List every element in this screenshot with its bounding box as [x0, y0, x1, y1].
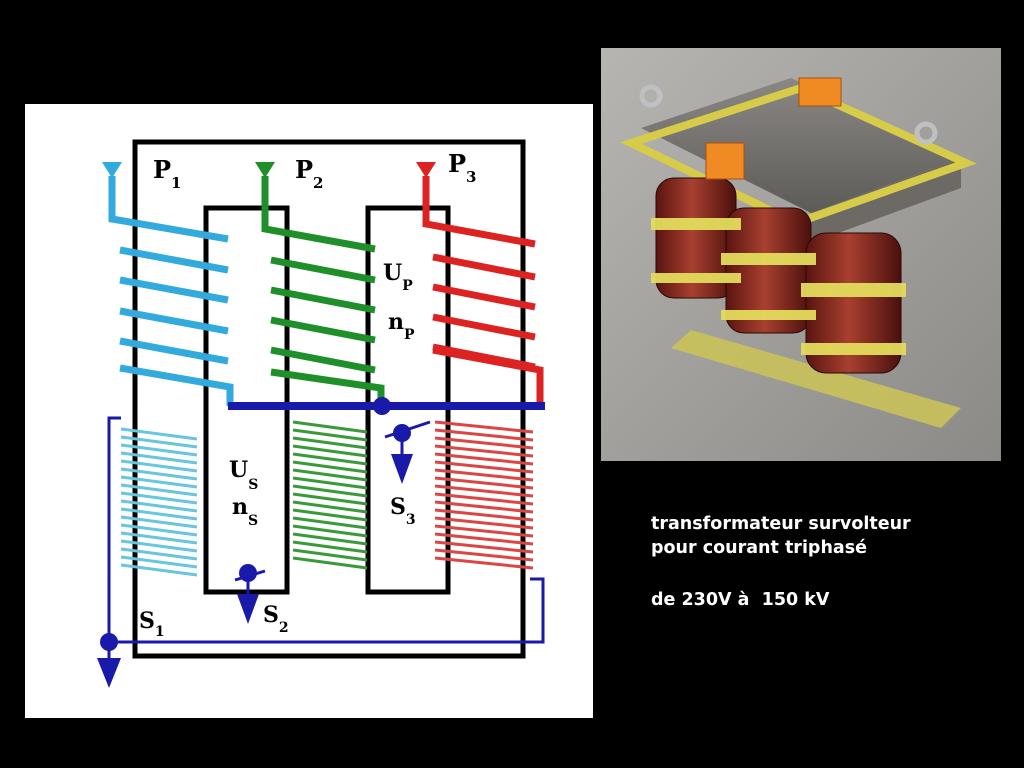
- secondary-winding-1: [120, 427, 198, 577]
- label-us: US: [229, 457, 258, 493]
- s2-output-arrow: [237, 594, 259, 624]
- s2-node: [239, 564, 257, 582]
- phase1-input-arrow: [102, 162, 122, 178]
- caption-spacer: [651, 560, 911, 588]
- label-p3: P3: [448, 149, 476, 186]
- transformer-photo: [601, 48, 1001, 461]
- s3-output-arrow: [391, 454, 413, 484]
- label-np: nP: [388, 309, 415, 343]
- transformer-core: [132, 139, 526, 659]
- phase2-input-arrow: [255, 162, 275, 178]
- caption-line-3: de 230V à 150 kV: [651, 590, 830, 610]
- label-s2: S2: [263, 602, 289, 636]
- caption: transformateur survolteur pour courant t…: [651, 512, 911, 612]
- primary-winding-3: [422, 176, 544, 404]
- s3-node: [393, 424, 411, 442]
- secondary-winding-2: [292, 420, 368, 570]
- caption-line-1: transformateur survolteur: [651, 514, 911, 534]
- caption-line-2: pour courant triphasé: [651, 538, 868, 558]
- secondary-winding-3: [434, 420, 534, 570]
- transformer-schematic: P1 P2 P3 UP nP US nS S3 S1 S2: [25, 104, 593, 718]
- s1-node: [100, 633, 118, 651]
- schematic-svg: P1 P2 P3 UP nP US nS S3 S1 S2: [97, 139, 545, 688]
- label-p1: P1: [153, 155, 181, 192]
- neutral-node: [373, 397, 391, 415]
- transformer-illustration: [601, 48, 1001, 461]
- label-s1: S1: [139, 608, 165, 640]
- phase3-input-arrow: [416, 162, 436, 178]
- label-p2: P2: [295, 155, 323, 192]
- label-up: UP: [383, 260, 413, 294]
- label-ns: nS: [232, 494, 258, 529]
- primary-winding-1: [108, 176, 234, 406]
- label-s3: S3: [390, 494, 416, 528]
- s1-output-arrow: [97, 658, 121, 688]
- primary-winding-2: [261, 176, 385, 406]
